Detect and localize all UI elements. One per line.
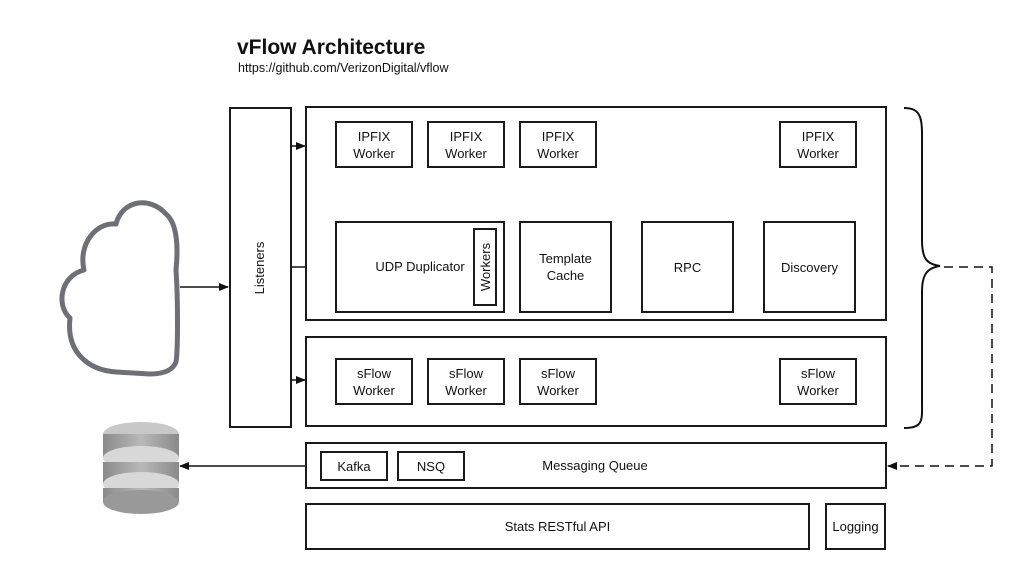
workers-box [473,228,497,306]
kafka-box: Kafka [320,451,388,481]
repo-url: https://github.com/VerizonDigital/vflow [238,61,449,75]
messaging-queue-label: Messaging Queue [542,457,648,473]
diagram-title: vFlow Architecture [237,36,426,59]
workers-label: Workers [477,242,493,292]
ipfix-worker: IPFIX Worker [335,121,413,168]
ipfix-worker: IPFIX Worker [519,121,597,168]
database-icon [103,422,179,514]
ipfix-worker: IPFIX Worker [779,121,857,168]
template-cache-box: Template Cache [519,221,612,313]
sflow-worker: sFlow Worker [779,358,857,405]
cloud-icon [59,200,180,377]
sflow-worker: sFlow Worker [519,358,597,405]
discovery-box: Discovery [763,221,856,313]
sflow-worker: sFlow Worker [427,358,505,405]
logging-box: Logging [825,503,886,550]
right-curly-brace [903,107,941,429]
rpc-box: RPC [641,221,734,313]
listeners-box [229,107,292,428]
udp-duplicator-label: UDP Duplicator [375,258,465,274]
sflow-worker: sFlow Worker [335,358,413,405]
brace-to-queue-dashed-arrow [887,266,993,470]
listeners-label: Listeners [251,241,267,295]
ipfix-worker: IPFIX Worker [427,121,505,168]
stats-api-box: Stats RESTful API [305,503,810,550]
nsq-box: NSQ [397,451,465,481]
